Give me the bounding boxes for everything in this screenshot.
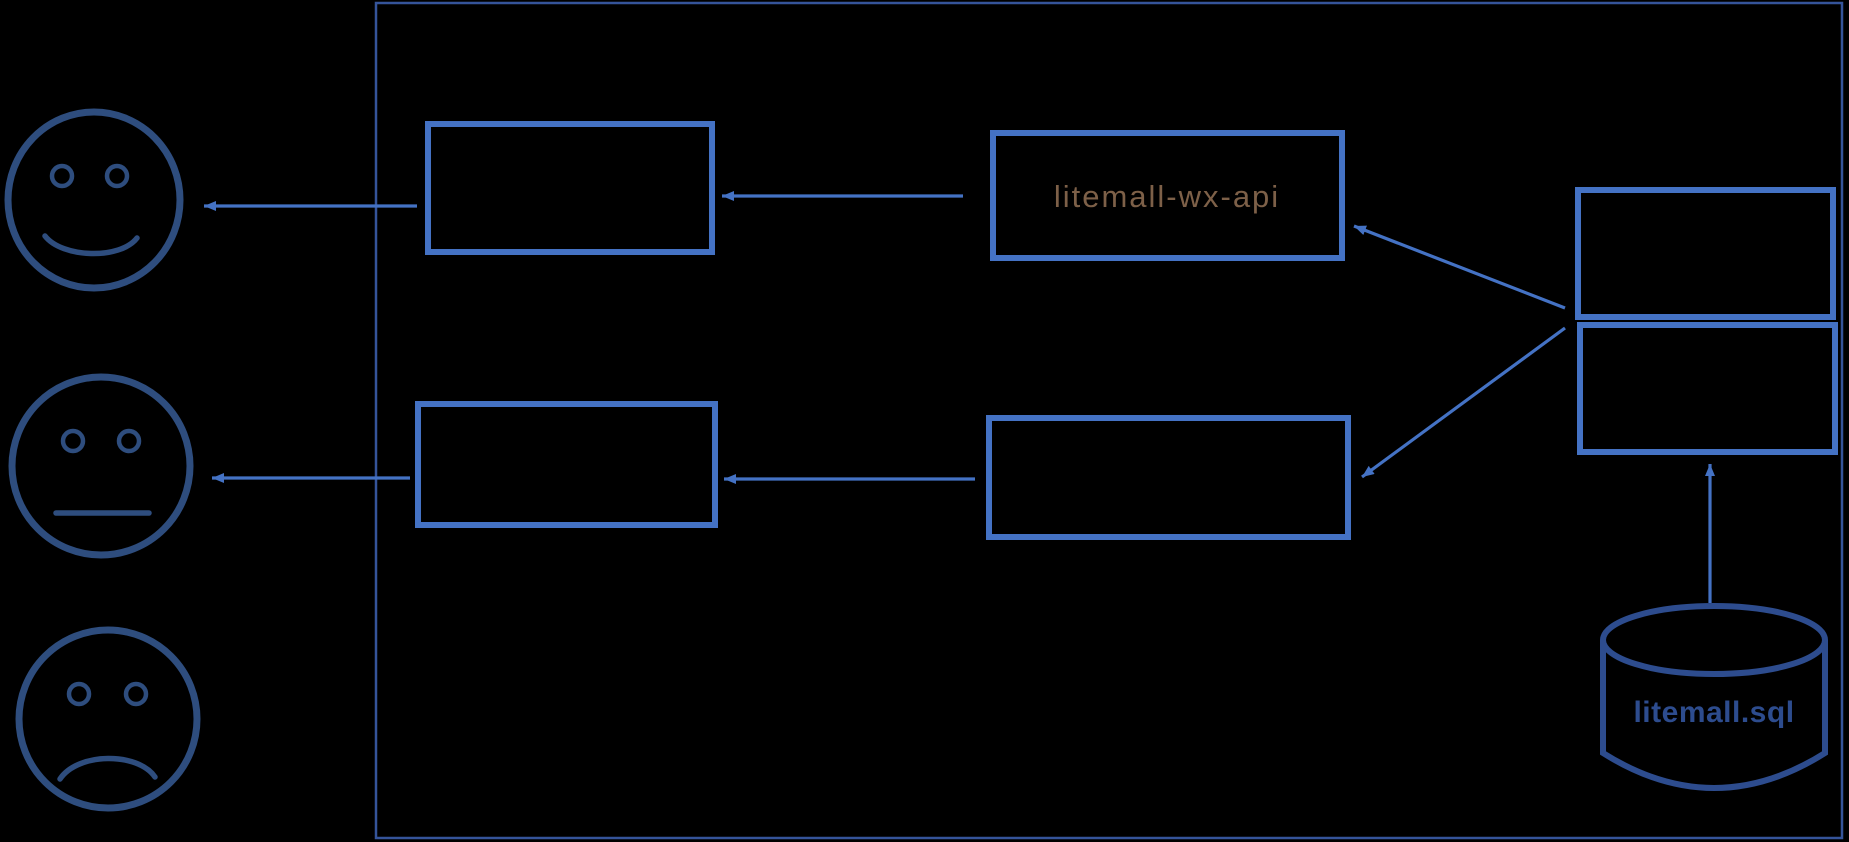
wx-api-label: litemall-wx-api — [1054, 179, 1280, 214]
box-right-bottom — [1577, 322, 1838, 455]
box-top-left — [425, 121, 715, 255]
neutral-face-left-eye — [60, 428, 86, 454]
database-cylinder-top — [1600, 603, 1828, 677]
happy-face-right-eye — [104, 163, 130, 189]
component-boxes — [415, 121, 1838, 540]
database-cylinder-body — [1600, 640, 1828, 791]
arrow-righttop-to-wxapi — [1353, 224, 1566, 310]
happy-face-icon — [4, 108, 184, 292]
box-wx-api — [990, 130, 1345, 261]
neutral-face-icon — [8, 373, 194, 559]
box-middle-left — [415, 401, 718, 528]
neutral-face-head — [8, 373, 194, 559]
sad-face-right-eye — [123, 681, 149, 707]
happy-face-smile — [42, 233, 140, 257]
happy-face-head — [4, 108, 184, 292]
sad-face-frown — [57, 755, 158, 782]
connector-arrows — [204, 191, 1715, 603]
system-boundary-rect — [374, 1, 1844, 840]
neutral-face-right-eye — [116, 428, 142, 454]
database-cylinder-icon — [1600, 603, 1828, 791]
happy-face-left-eye — [49, 163, 75, 189]
box-right-top — [1575, 187, 1836, 320]
sad-face-head — [15, 626, 201, 812]
box-middle-center — [986, 415, 1351, 540]
database-label: litemall.sql — [1633, 696, 1794, 729]
sad-face-icon — [15, 626, 201, 812]
sad-face-left-eye — [66, 681, 92, 707]
arrow-rightbottom-to-middlecenter — [1361, 326, 1566, 479]
